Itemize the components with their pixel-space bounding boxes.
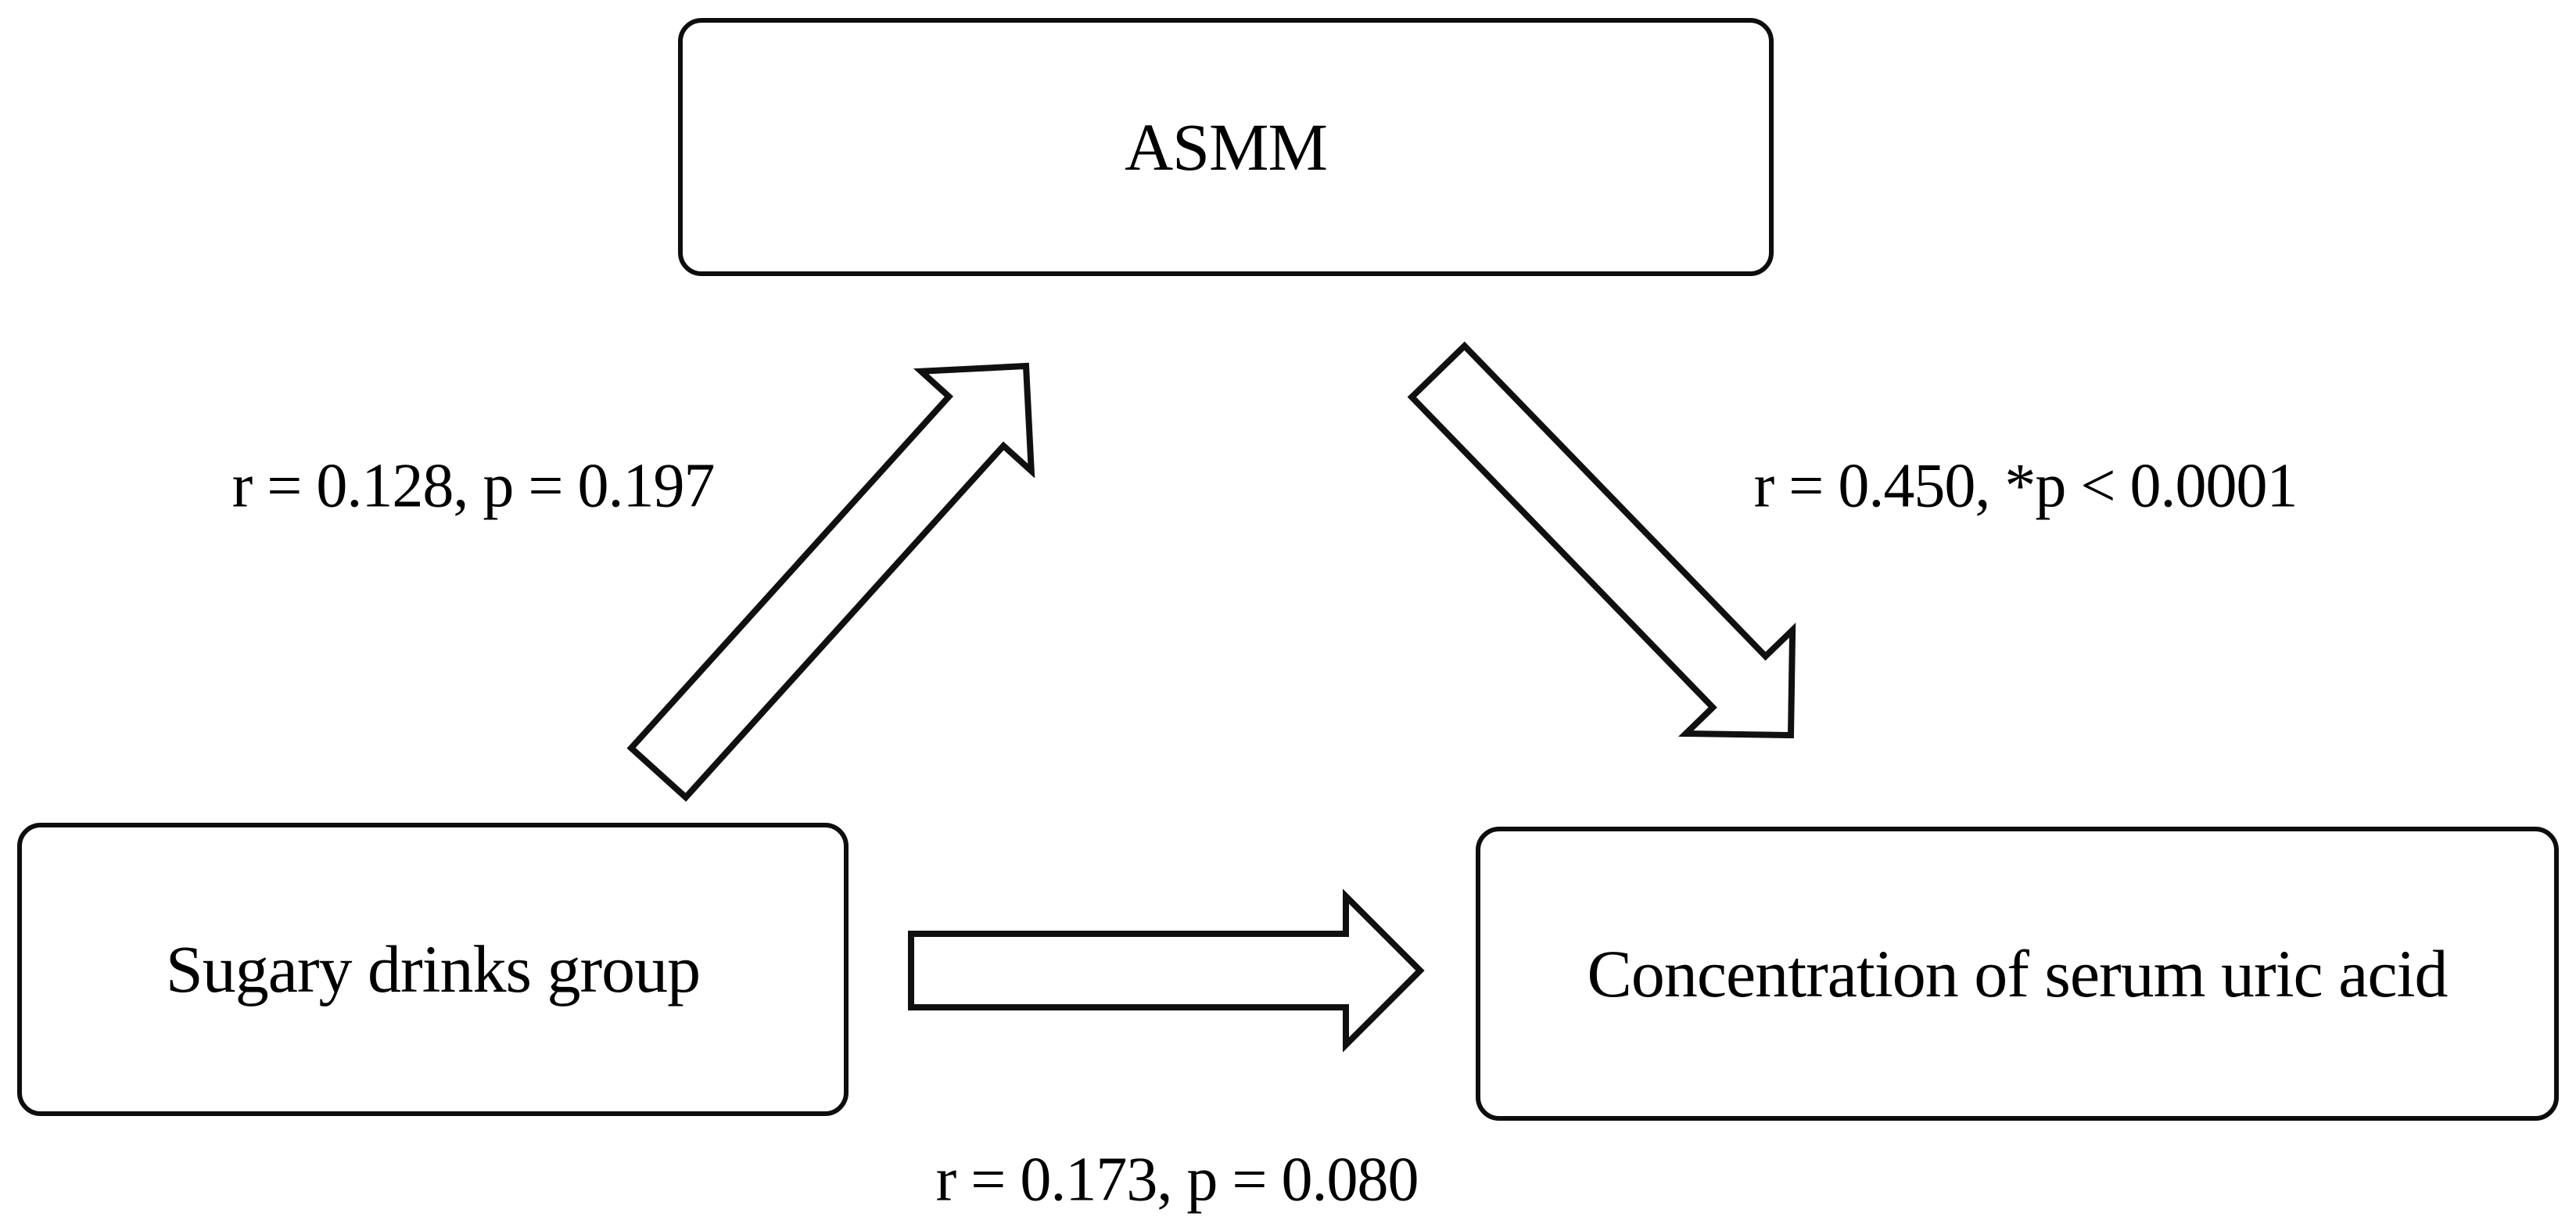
node-asmm: ASMM xyxy=(678,18,1774,276)
node-asmm-label: ASMM xyxy=(1125,109,1328,185)
arrow-exposure-to-outcome xyxy=(908,888,1425,1053)
arrow-mediator-to-outcome xyxy=(1407,341,1796,739)
node-sugary-drinks-group: Sugary drinks group xyxy=(17,823,849,1116)
edge-label-exposure-outcome: r = 0.173, p = 0.080 xyxy=(935,1145,1419,1215)
arrow-exposure-to-mediator xyxy=(626,362,1035,802)
node-serum-uric-acid-label: Concentration of serum uric acid xyxy=(1587,935,2449,1011)
node-sugary-drinks-group-label: Sugary drinks group xyxy=(165,931,701,1007)
edge-label-exposure-mediator: r = 0.128, p = 0.197 xyxy=(231,451,716,521)
node-serum-uric-acid: Concentration of serum uric acid xyxy=(1476,827,2559,1121)
edge-label-mediator-outcome: r = 0.450, *p < 0.0001 xyxy=(1753,451,2298,521)
